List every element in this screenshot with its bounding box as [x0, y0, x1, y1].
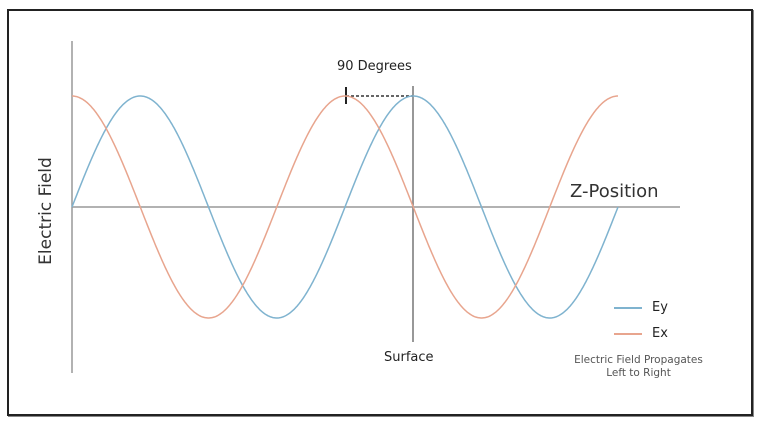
ey-wave — [71, 95, 619, 319]
propagation-note: Electric Field Propagates Left to Right — [556, 354, 721, 380]
legend-ey-label: Ey — [652, 300, 668, 315]
diagram-frame — [7, 9, 753, 416]
x-axis-label: Z-Position — [570, 181, 659, 202]
legend-ex-label: Ex — [652, 326, 668, 341]
surface-label: Surface — [384, 350, 434, 365]
ex-wave — [72, 95, 618, 319]
y-axis-label: Electric Field — [36, 157, 56, 265]
phase-label: 90 Degrees — [337, 59, 412, 74]
note-line-2: Left to Right — [606, 367, 671, 379]
note-line-1: Electric Field Propagates — [574, 354, 703, 366]
